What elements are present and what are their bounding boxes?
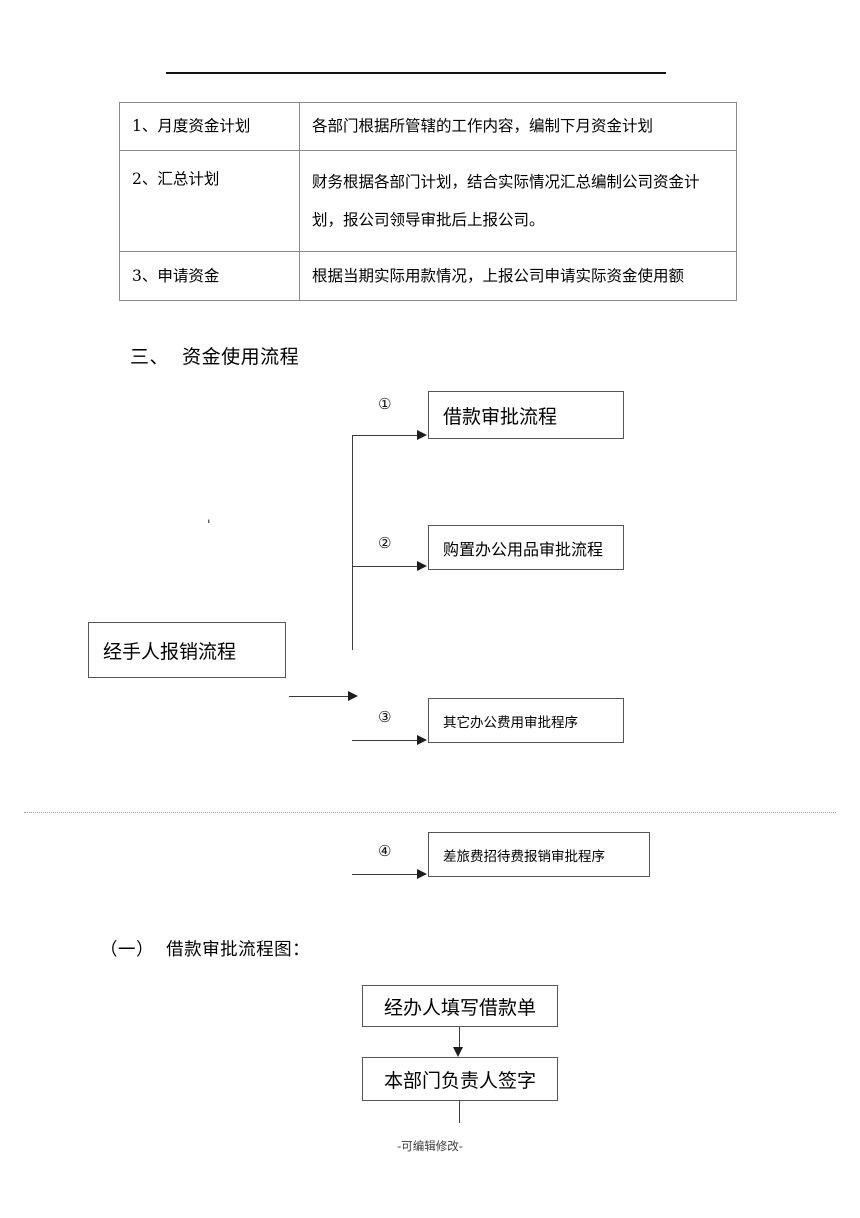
- table-row: 3、申请资金 根据当期实际用款情况，上报公司申请实际资金使用额: [119, 251, 737, 301]
- flow-step-connector-2: [459, 1101, 460, 1123]
- page-break-dotted-line: [24, 812, 836, 813]
- arrow-right-icon: [417, 561, 427, 571]
- table-row: 1、月度资金计划 各部门根据所管辖的工作内容，编制下月资金计划: [119, 102, 737, 151]
- flow-box-handler-reimbursement: 经手人报销流程: [88, 622, 286, 678]
- table-cell-label: 3、申请资金: [119, 251, 300, 301]
- top-horizontal-rule: [166, 72, 666, 74]
- flow-connector-branch-1: [352, 435, 418, 436]
- desc-line-1: 财务根据各部门计划，结合实际情况汇总编制公司资金计: [312, 173, 700, 191]
- flow-step-label: 本部门负责人签字: [383, 1069, 536, 1092]
- flow-box-label: 差旅费招待费报销审批程序: [443, 848, 605, 865]
- arrow-right-icon: [417, 735, 427, 745]
- flow-box-loan-approval: 借款审批流程: [428, 391, 624, 439]
- flow-step-department-head-signature: 本部门负责人签字: [362, 1057, 558, 1101]
- arrow-right-icon: [348, 691, 358, 701]
- table-cell-label: 1、月度资金计划: [119, 102, 300, 151]
- flow-box-label: 购置办公用品审批流程: [443, 539, 604, 559]
- flow-trunk-vertical-line: [352, 435, 353, 650]
- flow-box-other-office-expense-approval: 其它办公费用审批程序: [428, 698, 624, 743]
- flow-connector-branch-4: [352, 874, 418, 875]
- footer-note: -可编辑修改-: [397, 1139, 463, 1153]
- flow-box-label: 借款审批流程: [443, 405, 558, 428]
- branch-marker-2: ②: [378, 534, 392, 552]
- table-row: 2、汇总计划 财务根据各部门计划，结合实际情况汇总编制公司资金计 划，报公司领导…: [119, 150, 737, 252]
- flow-step-label: 经办人填写借款单: [383, 996, 536, 1019]
- desc-line-2: 划，报公司领导审批后上报公司。: [312, 210, 545, 229]
- table-cell-label: 2、汇总计划: [119, 150, 300, 252]
- flow-box-label: 经手人报销流程: [103, 640, 237, 663]
- section-heading-3: 三、 资金使用流程: [130, 346, 300, 368]
- arrow-right-icon: [417, 430, 427, 440]
- branch-marker-1: ①: [378, 395, 392, 413]
- section-heading-one: （一） 借款审批流程图：: [100, 940, 311, 960]
- table-cell-desc: 根据当期实际用款情况，上报公司申请实际资金使用额: [299, 251, 737, 301]
- arrow-down-icon: [453, 1047, 463, 1057]
- stray-mark: ': [207, 518, 211, 533]
- flow-connector-source-out: [289, 696, 349, 697]
- flow-connector-branch-3: [352, 740, 418, 741]
- flow-connector-branch-2: [352, 566, 418, 567]
- flow-box-label: 其它办公费用审批程序: [443, 714, 578, 731]
- branch-marker-3: ③: [378, 708, 392, 726]
- table-cell-desc: 各部门根据所管辖的工作内容，编制下月资金计划: [299, 102, 737, 151]
- flow-box-travel-entertainment-reimbursement: 差旅费招待费报销审批程序: [428, 832, 650, 877]
- arrow-right-icon: [417, 869, 427, 879]
- table-cell-desc: 财务根据各部门计划，结合实际情况汇总编制公司资金计 划，报公司领导审批后上报公司…: [299, 150, 737, 252]
- funding-plan-table: 1、月度资金计划 各部门根据所管辖的工作内容，编制下月资金计划 2、汇总计划 财…: [119, 102, 737, 301]
- branch-marker-4: ④: [378, 842, 392, 860]
- flow-box-office-supplies-approval: 购置办公用品审批流程: [428, 525, 624, 570]
- flow-step-connector-1: [459, 1027, 460, 1051]
- flow-step-fill-loan-form: 经办人填写借款单: [362, 985, 558, 1027]
